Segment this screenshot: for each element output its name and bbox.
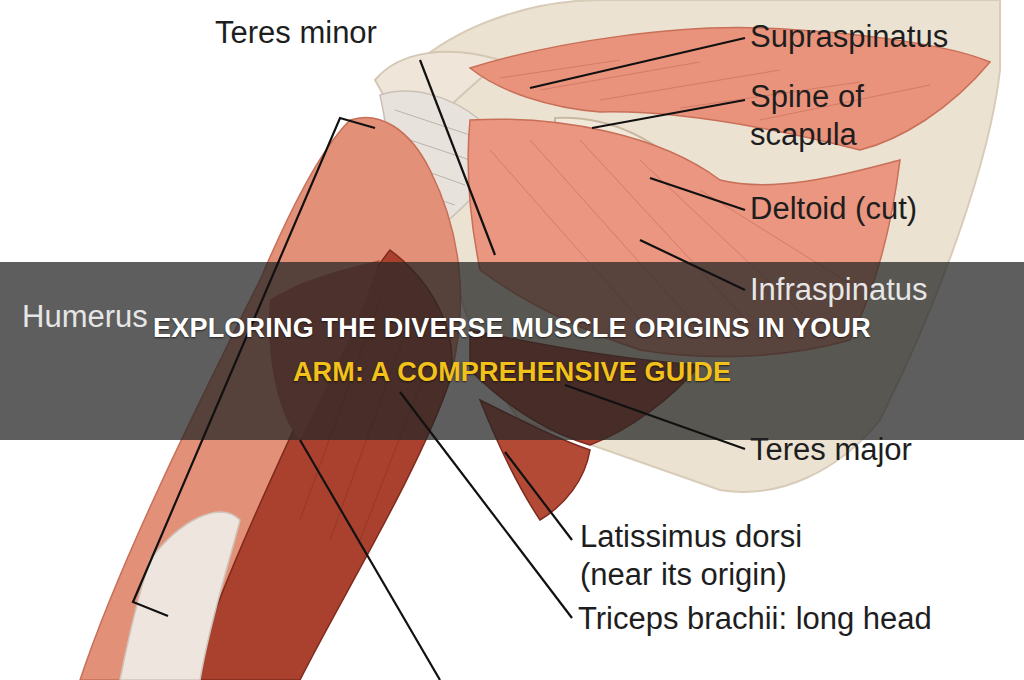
leader-line [530, 38, 745, 88]
leader-line [300, 440, 440, 680]
leader-line [650, 178, 745, 210]
page-title: EXPLORING THE DIVERSE MUSCLE ORIGINS IN … [122, 306, 902, 394]
leader-line [420, 60, 495, 255]
leader-line [400, 392, 572, 618]
part-label: Deltoid (cut) [750, 190, 1010, 228]
part-label: Spine of scapula [750, 78, 955, 154]
part-label: Teres major [750, 431, 1010, 469]
leader-line [592, 100, 745, 128]
part-label: Supraspinatus [750, 18, 1010, 56]
triceps-tendon [120, 512, 240, 680]
leader-line [565, 385, 745, 449]
part-label: Triceps brachii: long head [578, 600, 1018, 638]
muscle-striations [500, 60, 930, 120]
leader-line [505, 452, 572, 540]
leader-line [640, 240, 745, 290]
part-label: Latissimus dorsi (near its origin) [580, 518, 870, 594]
part-label: Teres minor [215, 14, 475, 52]
part-label: Infraspinatus [750, 271, 1010, 309]
